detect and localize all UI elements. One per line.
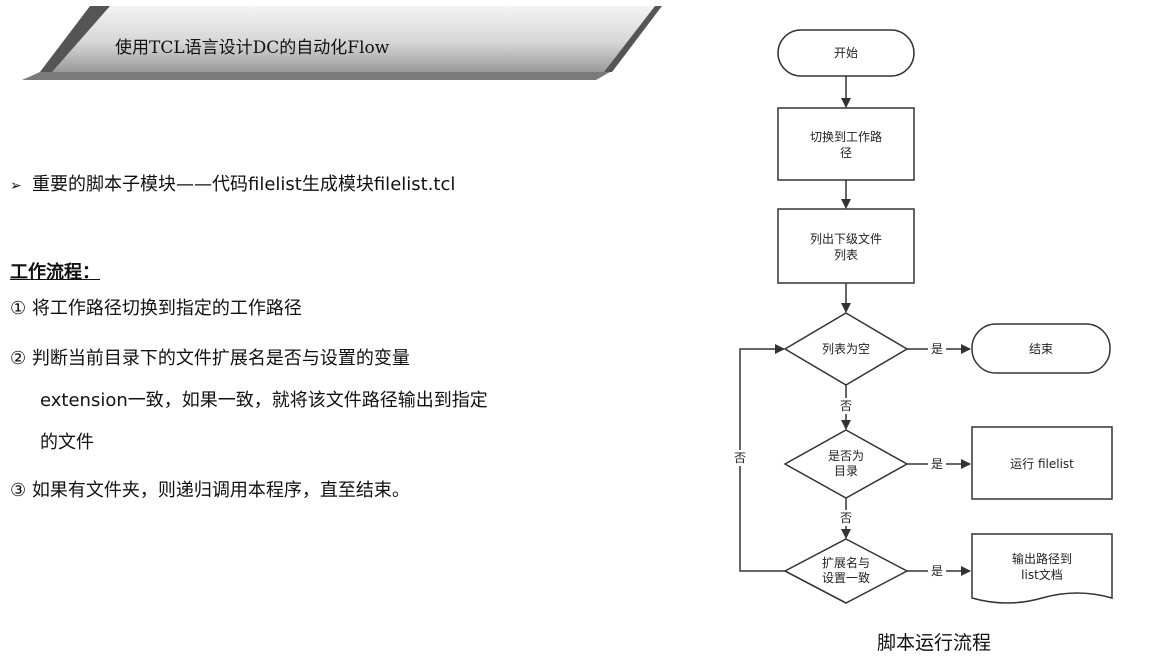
switch-dir-label-line1: 切换到工作路 <box>810 129 882 144</box>
step-number: ② <box>10 348 27 369</box>
step-number: ① <box>10 298 27 319</box>
switch-dir-node <box>777 107 915 181</box>
decision-empty-label: 列表为空 <box>822 342 870 356</box>
yes-label-3: 是 <box>931 564 943 578</box>
loop-back-line <box>739 344 847 604</box>
decision-ext-label-line2: 设置一致 <box>822 571 870 585</box>
no-label-bg-3 <box>731 450 749 466</box>
list-files-label-line1: 列出下级文件 <box>810 231 882 246</box>
step-1: ① 将工作路径切换到指定的工作路径 <box>10 294 302 320</box>
output-label-line1: 输出路径到 <box>1012 551 1072 566</box>
step-3: ③ 如果有文件夹，则递归调用本程序，直至结束。 <box>10 476 410 502</box>
no-label-bg-1 <box>837 398 855 414</box>
decision-dir-label-line1: 是否为 <box>828 449 864 463</box>
step-text: 将工作路径切换到指定的工作路径 <box>31 298 302 319</box>
end-label: 结束 <box>1029 342 1053 356</box>
output-label-line2: list文档 <box>1021 567 1063 582</box>
no-label-2: 否 <box>840 511 852 525</box>
yes-label-bg-3 <box>928 563 946 579</box>
step-2-line-3: 的文件 <box>40 432 94 453</box>
end-node <box>971 323 1111 374</box>
run-filelist-node <box>971 426 1113 500</box>
key-module-bullet: ➢ 重要的脚本子模块——代码filelist生成模块filelist.tcl <box>10 170 455 196</box>
run-filelist-label: 运行 filelist <box>1010 457 1074 471</box>
decision-ext-label-line1: 扩展名与 <box>822 555 870 570</box>
workflow-heading: 工作流程： <box>10 262 100 283</box>
list-files-node <box>777 208 915 284</box>
step-number: ③ <box>10 480 27 501</box>
yes-label-bg <box>928 341 946 357</box>
step-2-line-2: extension一致，如果一致，就将该文件路径输出到指定 <box>40 390 488 411</box>
no-label-1: 否 <box>840 399 852 413</box>
step-text: 如果有文件夹，则递归调用本程序，直至结束。 <box>31 480 410 501</box>
banner-title: 使用TCL语言设计DC的自动化Flow <box>115 38 390 58</box>
bullet-arrow-icon: ➢ <box>10 178 22 194</box>
title-banner <box>22 6 662 80</box>
bullet-text: 重要的脚本子模块——代码filelist生成模块filelist.tcl <box>32 174 456 195</box>
yes-label-bg-2 <box>928 456 946 472</box>
flowchart-caption: 脚本运行流程 <box>877 632 992 654</box>
yes-label-2: 是 <box>931 457 943 471</box>
no-label-3: 否 <box>734 451 746 465</box>
yes-label-1: 是 <box>931 342 943 356</box>
step-text: 判断当前目录下的文件扩展名是否与设置的变量 <box>31 348 410 369</box>
decision-dir-label-line2: 目录 <box>834 464 858 478</box>
start-label: 开始 <box>834 46 858 60</box>
output-node <box>971 533 1113 604</box>
step-2: ② 判断当前目录下的文件扩展名是否与设置的变量 <box>10 344 410 370</box>
list-files-label-line2: 列表 <box>834 248 858 262</box>
switch-dir-label-line2: 径 <box>840 146 852 160</box>
no-label-bg-2 <box>837 510 855 526</box>
